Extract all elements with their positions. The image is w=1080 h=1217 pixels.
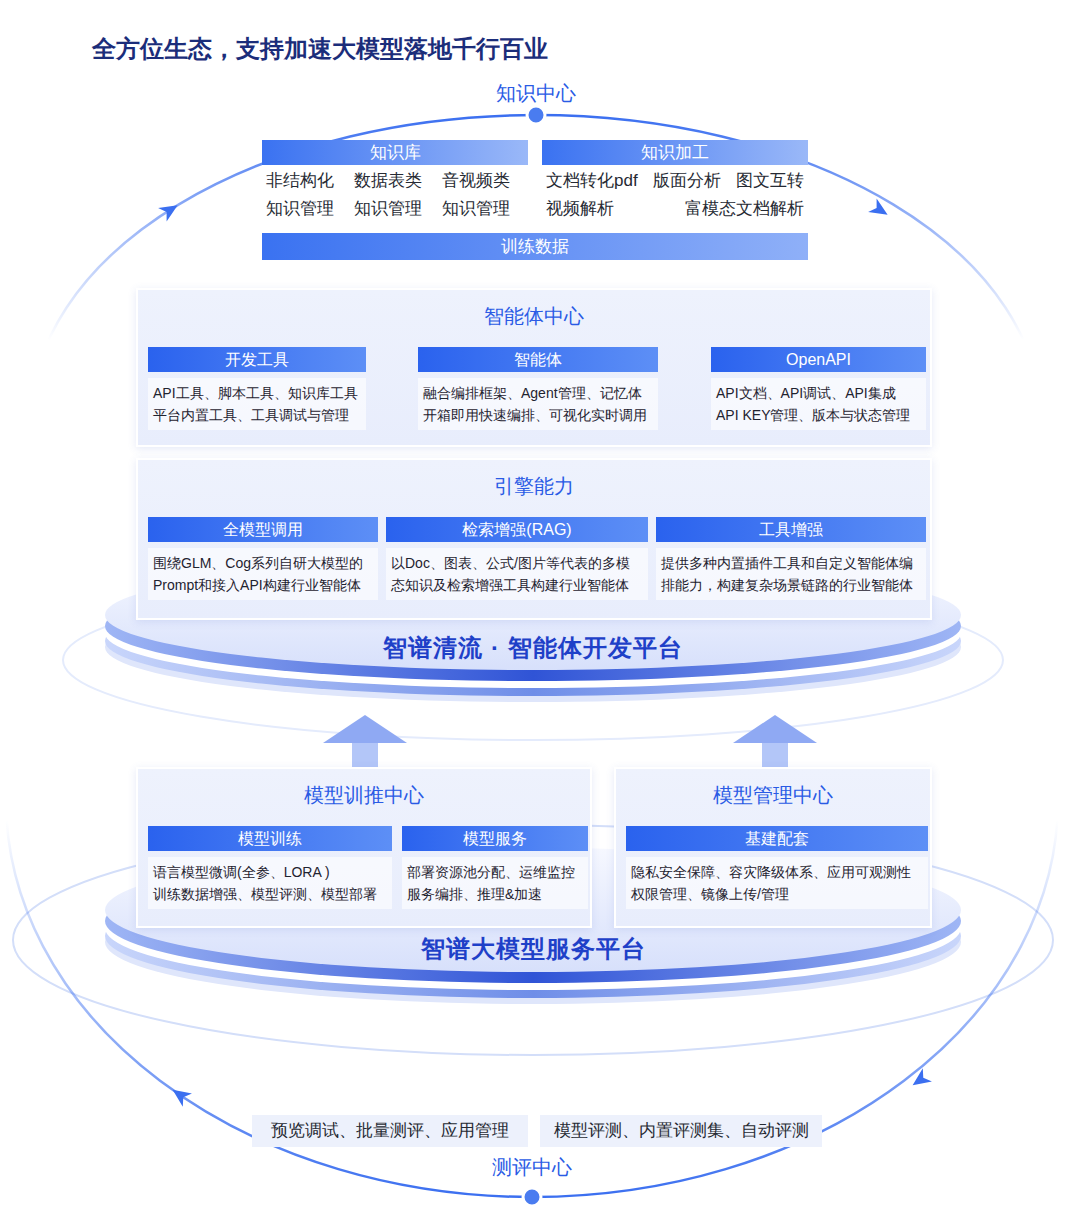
outer-glow-ring bbox=[13, 825, 1053, 1055]
ring-dot bbox=[523, 1188, 541, 1206]
card-body: 融合编排框架、Agent管理、记忆体 开箱即用快速编排、可视化实时调用 bbox=[418, 378, 658, 430]
feature-card: 智能体融合编排框架、Agent管理、记忆体 开箱即用快速编排、可视化实时调用 bbox=[418, 347, 658, 430]
label-wrap: 测评中心 bbox=[488, 1154, 576, 1181]
platform-name: 智谱清流 · 智能体开发平台 bbox=[103, 633, 963, 663]
data-band: 训练数据 bbox=[262, 233, 808, 260]
panel-title: 智能体中心 bbox=[138, 302, 930, 330]
item-grid: 非结构化 知识管理数据表类 知识管理音视频类 知识管理 bbox=[262, 165, 528, 223]
cycle-arc bbox=[6, 800, 1058, 1197]
card-body: 以Doc、图表、公式/图片等代表的多模 态知识及检索增强工具构建行业智能体 bbox=[386, 548, 648, 600]
feature-card: 检索增强(RAG) 以Doc、图表、公式/图片等代表的多模 态知识及检索增强工具构… bbox=[386, 517, 648, 600]
card-header: 智能体 bbox=[418, 347, 658, 372]
card-body: API工具、脚本工具、知识库工具 平台内置工具、工具调试与管理 bbox=[148, 378, 366, 430]
panel-title: 模型训推中心 bbox=[138, 781, 590, 809]
card-body: 语言模型微调(全参、LORA ) 训练数据增强、模型评测、模型部署 bbox=[148, 857, 392, 909]
card-body: API文档、API调试、API集成 API KEY管理、版本与状态管理 bbox=[711, 378, 926, 430]
pill-text: 预览调试、批量测评、应用管理 bbox=[252, 1115, 528, 1147]
platform-name: 智谱大模型服务平台 bbox=[103, 934, 963, 964]
feature-card: 全模型调用围绕GLM、Cog系列自研大模型的 Prompt和接入API构建行业智… bbox=[148, 517, 378, 600]
item-row: 文档转化pdf 版面分析图文互转 bbox=[542, 165, 808, 195]
pill-text: 模型评测、内置评测集、自动评测 bbox=[540, 1115, 822, 1147]
item-text: 富模态文档解析 bbox=[685, 195, 804, 223]
item-text: 图文互转 bbox=[736, 167, 804, 195]
item-text: 版面分析 bbox=[653, 167, 721, 195]
center-panel: 全模型调用围绕GLM、Cog系列自研大模型的 Prompt和接入API构建行业智… bbox=[136, 458, 932, 620]
center-panel: 开发工具API工具、脚本工具、知识库工具 平台内置工具、工具调试与管理智能体融合… bbox=[136, 288, 932, 447]
card-header: 基建配套 bbox=[626, 826, 928, 851]
card-body: 部署资源池分配、运维监控 服务编排、推理&加速 bbox=[402, 857, 588, 909]
knowledge-box: 知识加工文档转化pdf 版面分析图文互转视频解析 富模态文档解析 bbox=[542, 140, 808, 227]
feature-card: 工具增强提供多种内置插件工具和自定义智能体编 排能力，构建复杂场景链路的行业智能… bbox=[656, 517, 926, 600]
item-row: 视频解析 富模态文档解析 bbox=[542, 195, 808, 223]
card-body: 围绕GLM、Cog系列自研大模型的 Prompt和接入API构建行业智能体 bbox=[148, 548, 378, 600]
panel-title: 模型管理中心 bbox=[616, 781, 930, 809]
feature-card: 模型训练语言模型微调(全参、LORA ) 训练数据增强、模型评测、模型部署 bbox=[148, 826, 392, 909]
card-body: 提供多种内置插件工具和自定义智能体编 排能力，构建复杂场景链路的行业智能体 bbox=[656, 548, 926, 600]
flow-arrow bbox=[352, 743, 378, 767]
item-text: 音视频类 知识管理 bbox=[442, 167, 515, 223]
eval-pill: 预览调试、批量测评、应用管理 bbox=[252, 1115, 528, 1147]
card-header: 开发工具 bbox=[148, 347, 366, 372]
item-text: 数据表类 知识管理 bbox=[354, 167, 427, 223]
card-body: 隐私安全保障、容灾降级体系、应用可观测性 权限管理、镜像上传/管理 bbox=[626, 857, 928, 909]
ring-dot bbox=[527, 106, 545, 124]
feature-card: 模型服务部署资源池分配、运维监控 服务编排、推理&加速 bbox=[402, 826, 588, 909]
card-header: 模型服务 bbox=[402, 826, 588, 851]
flow-arrow bbox=[762, 743, 788, 767]
item-text: 视频解析 bbox=[546, 195, 614, 223]
title-wrap: 全方位生态，支持加速大模型落地千行百业 bbox=[92, 33, 548, 65]
card-header: OpenAPI bbox=[711, 347, 926, 372]
header-band: 知识加工 bbox=[542, 140, 808, 165]
knowledge-box: 知识库非结构化 知识管理数据表类 知识管理音视频类 知识管理 bbox=[262, 140, 528, 227]
center-panel: 模型训练语言模型微调(全参、LORA ) 训练数据增强、模型评测、模型部署模型服… bbox=[136, 767, 592, 928]
header-band: 知识库 bbox=[262, 140, 528, 165]
eval-pill: 模型评测、内置评测集、自动评测 bbox=[540, 1115, 822, 1147]
ring-label: 知识中心 bbox=[492, 80, 580, 107]
center-panel: 基建配套隐私安全保障、容灾降级体系、应用可观测性 权限管理、镜像上传/管理 模型管… bbox=[614, 767, 932, 928]
feature-card: OpenAPI API文档、API调试、API集成 API KEY管理、版本与状态… bbox=[711, 347, 926, 430]
feature-card: 基建配套隐私安全保障、容灾降级体系、应用可观测性 权限管理、镜像上传/管理 bbox=[626, 826, 928, 909]
card-header: 工具增强 bbox=[656, 517, 926, 542]
page-title: 全方位生态，支持加速大模型落地千行百业 bbox=[92, 33, 548, 65]
panel-title: 引擎能力 bbox=[138, 472, 930, 500]
card-header: 模型训练 bbox=[148, 826, 392, 851]
label-wrap: 知识中心 bbox=[492, 80, 580, 107]
ring-label: 测评中心 bbox=[488, 1154, 576, 1181]
band-text: 训练数据 bbox=[262, 233, 808, 260]
card-header: 检索增强(RAG) bbox=[386, 517, 648, 542]
feature-card: 开发工具 API工具、脚本工具、知识库工具 平台内置工具、工具调试与管理 bbox=[148, 347, 366, 430]
item-text: 文档转化pdf bbox=[546, 167, 638, 195]
card-header: 全模型调用 bbox=[148, 517, 378, 542]
item-text: 非结构化 知识管理 bbox=[266, 167, 339, 223]
